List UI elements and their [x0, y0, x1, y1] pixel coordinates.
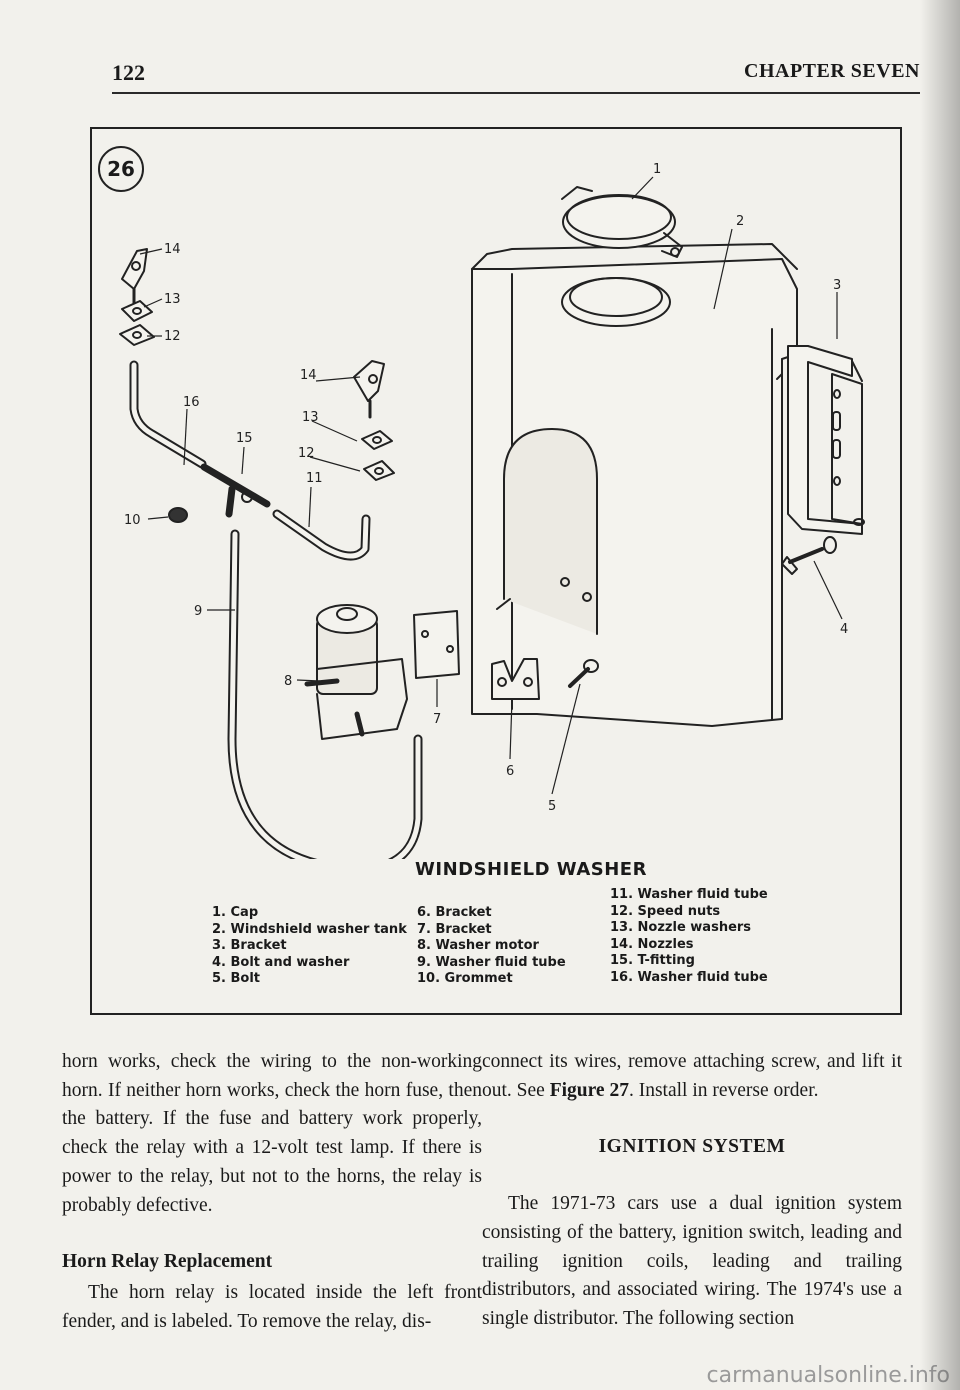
washer-motor-drawing: [304, 604, 408, 740]
body-right-column: connect its wires, remove attaching scre…: [482, 1048, 902, 1334]
tank-bracket-drawing: [787, 345, 865, 535]
callout-14-left: 14: [164, 242, 181, 257]
callout-7: 7: [433, 712, 441, 727]
callout-8: 8: [284, 674, 292, 689]
callout-12-left: 12: [164, 329, 181, 344]
legend-item: 7. Bracket: [417, 921, 492, 937]
grommet-drawing: [168, 507, 188, 523]
subheading-horn-relay: Horn Relay Replacement: [62, 1251, 273, 1273]
body-left-column: horn works, check the wiring to the non-…: [62, 1048, 482, 1336]
page-edge-shadow: [920, 0, 960, 1390]
callout-4: 4: [840, 622, 848, 637]
nozzle-left-drawing: [119, 248, 155, 346]
callout-16: 16: [183, 395, 200, 410]
washer-fluid-tube-16-drawing: [129, 360, 207, 469]
figure-box: 26: [90, 127, 902, 1015]
header-rule: [112, 92, 920, 94]
paragraph: connect its wires, remove attaching scre…: [482, 1048, 902, 1105]
legend-item: 12. Speed nuts: [610, 903, 721, 919]
legend-column-2: 6. Bracket 7. Bracket 8. Washer motor 9.…: [417, 905, 566, 988]
legend-item: 6. Bracket: [417, 905, 492, 920]
callout-14-right: 14: [300, 368, 317, 383]
windshield-washer-diagram: 1 2 3 4 5 6 7 8 9 10 11 12 13 14 15 16 1…: [119, 162, 865, 859]
washer-fluid-tube-9-drawing: [227, 529, 423, 859]
callout-5: 5: [548, 799, 556, 814]
legend-item: 4. Bolt and washer: [212, 954, 350, 970]
legend-item: 15. T-fitting: [610, 953, 695, 968]
paragraph-text: . Install in reverse order.: [628, 1079, 819, 1101]
legend-item: 1. Cap: [212, 905, 259, 920]
callout-3: 3: [833, 278, 841, 293]
callout-13-left: 13: [164, 292, 181, 307]
callout-2: 2: [736, 214, 744, 229]
page-number: 122: [112, 60, 145, 85]
legend-item: 9. Washer fluid tube: [417, 954, 566, 970]
t-fitting-drawing: [200, 463, 271, 518]
watermark: carmanualsonline.info: [706, 1363, 950, 1388]
legend-item: 5. Bolt: [212, 971, 261, 986]
legend-item: 2. Windshield washer tank: [212, 921, 407, 937]
legend-item: 8. Washer motor: [417, 938, 539, 953]
figure-number-badge: 26: [98, 146, 144, 192]
callout-12-right: 12: [298, 446, 315, 461]
callout-10: 10: [124, 513, 141, 528]
legend-column-3: 11. Washer fluid tube 12. Speed nuts 13.…: [610, 887, 768, 986]
legend-item: 10. Grommet: [417, 971, 513, 986]
legend-column-1: 1. Cap 2. Windshield washer tank 3. Brac…: [212, 905, 407, 988]
paragraph-text: connect its wires, remove attaching scre…: [482, 1051, 902, 1101]
paragraph: The horn relay is located inside the lef…: [62, 1281, 482, 1332]
callout-9: 9: [194, 604, 202, 619]
page-header: 122 CHAPTER SEVEN: [112, 60, 920, 92]
figure-reference: Figure 27: [549, 1079, 629, 1101]
callout-11: 11: [306, 471, 323, 486]
bolt-drawing: [568, 659, 599, 688]
washer-tank-drawing: [471, 243, 798, 727]
figure-title: WINDSHIELD WASHER: [415, 859, 647, 880]
legend-item: 14. Nozzles: [610, 936, 694, 952]
paragraph: horn works, check the wiring to the non-…: [62, 1051, 482, 1216]
tank-cap-drawing: [561, 186, 683, 258]
callout-1: 1: [653, 162, 661, 177]
legend-item: 13. Nozzle washers: [610, 920, 752, 935]
bolt-and-washer-drawing: [781, 536, 837, 575]
legend-item: 16. Washer fluid tube: [610, 969, 768, 985]
legend-item: 3. Bracket: [212, 938, 287, 953]
legend-item: 11. Washer fluid tube: [610, 887, 768, 902]
bracket-6-drawing: [491, 658, 540, 700]
section-heading-ignition: IGNITION SYSTEM: [598, 1136, 786, 1158]
washer-fluid-tube-11-drawing: [272, 509, 371, 561]
callout-13-right: 13: [302, 410, 319, 425]
chapter-title: CHAPTER SEVEN: [744, 60, 920, 82]
bracket-7-drawing: [413, 610, 460, 679]
callout-15: 15: [236, 431, 253, 446]
nozzle-right-drawing: [353, 360, 395, 481]
callout-6: 6: [506, 764, 514, 779]
paragraph: The 1971-73 cars use a dual ignition sys…: [482, 1193, 902, 1329]
